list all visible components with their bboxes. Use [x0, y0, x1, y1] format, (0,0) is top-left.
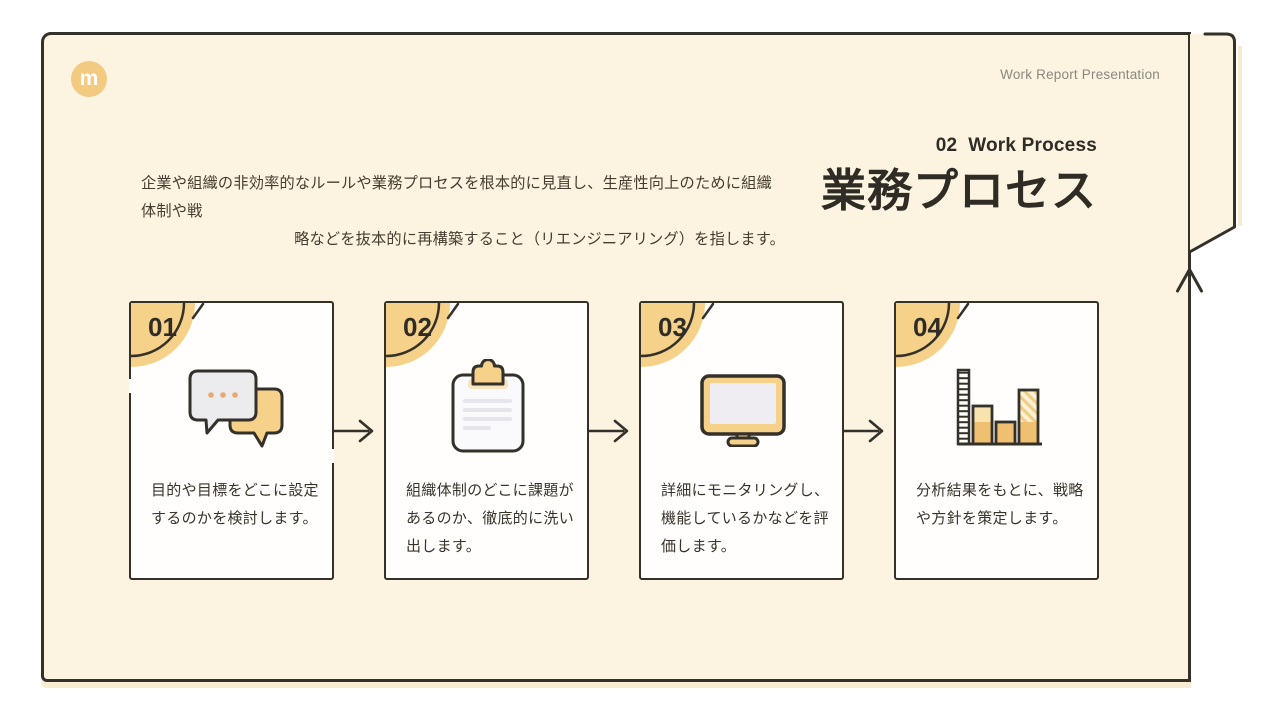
step-caption: 目的や目標をどこに設定するのかを検討します。 [151, 482, 319, 527]
section-kicker: 02 Work Process [935, 135, 1097, 156]
step-number: 04 [913, 312, 942, 342]
monitor-icon [700, 374, 786, 447]
step-number: 01 [148, 312, 177, 342]
corner-wedge [641, 303, 715, 367]
step-number: 03 [658, 312, 687, 342]
page-fold-fill [1190, 34, 1234, 251]
description-line-2: 略などを抜本的に再構築すること（リエンジニアリング）を指します。 [294, 231, 785, 248]
border-gap [330, 449, 334, 463]
process-step-card-2: 02 組織体制のどこに課題があるのか、徹底的に洗い出します。 [384, 301, 589, 580]
corner-wedge [896, 303, 970, 367]
step-number: 02 [403, 312, 432, 342]
process-step-card-1: 01 目的や目標をどこに設定するのかを検討します。 [129, 301, 334, 580]
slide-canvas: m Work Report Presentation 02 Work Proce… [41, 32, 1191, 682]
brand-logo-letter: m [79, 67, 99, 90]
description-line-1: 企業や組織の非効率的なルールや業務プロセスを根本的に見直し、生産性向上のために組… [141, 175, 772, 220]
step-caption: 詳細にモニタリングし、機能しているかなどを評価します。 [661, 482, 830, 555]
page-title: 業務プロセス [820, 165, 1097, 216]
step-flow-arrow [333, 419, 374, 443]
presentation-label: Work Report Presentation [1000, 67, 1160, 82]
brand-logo: m [71, 61, 107, 97]
description-text: 企業や組織の非効率的なルールや業務プロセスを根本的に見直し、生産性向上のために組… [141, 170, 785, 254]
clipboard-icon [451, 359, 525, 453]
bar-chart-icon [956, 368, 1042, 446]
border-gap [129, 379, 133, 393]
page-fold-outline [1189, 32, 1236, 253]
step-caption: 組織体制のどこに課題があるのか、徹底的に洗い出します。 [406, 482, 575, 555]
process-step-card-3: 03 詳細にモニタリングし、機能しているかなどを評価します。 [639, 301, 844, 580]
corner-wedge [131, 303, 205, 367]
process-step-card-4: 04 分析結果をもとに、戦略や方針を策定します。 [894, 301, 1099, 580]
step-caption: 分析結果をもとに、戦略や方針を策定します。 [916, 482, 1084, 527]
step-flow-arrow [588, 419, 629, 443]
corner-wedge [386, 303, 460, 367]
chat-bubbles-icon [188, 369, 284, 448]
step-flow-arrow [843, 419, 884, 443]
